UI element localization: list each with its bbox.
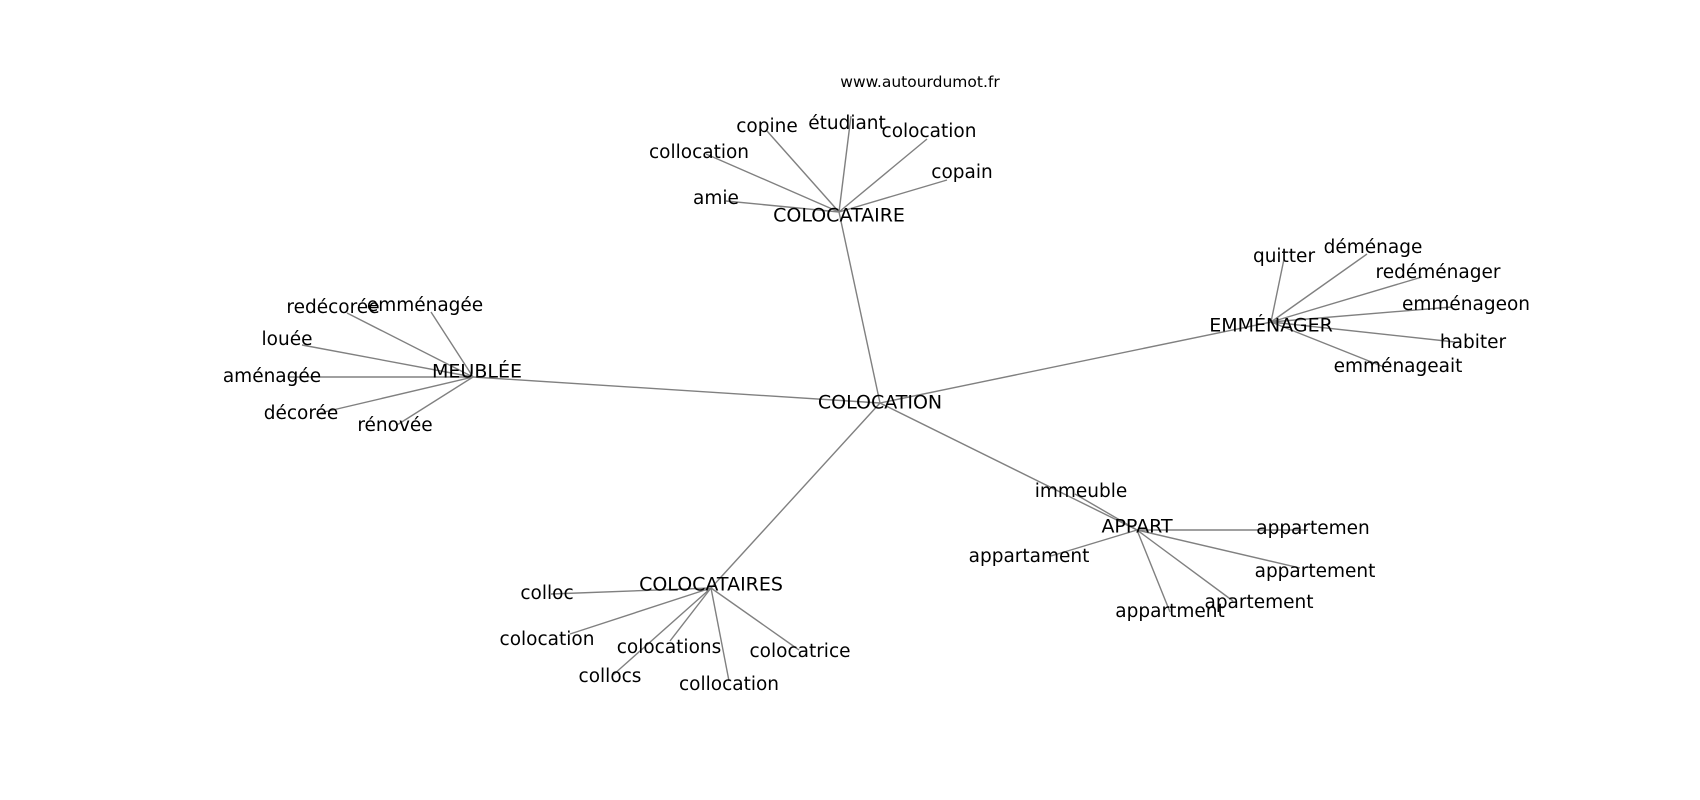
leaf-word[interactable]: colocation: [499, 628, 595, 650]
leaf-word[interactable]: emménageait: [1333, 355, 1463, 377]
hub-leaf-edge: [569, 587, 712, 635]
hub-word-colocataire[interactable]: COLOCATAIRE: [773, 204, 905, 227]
leaf-word[interactable]: rénovée: [357, 414, 433, 436]
leaf-word[interactable]: colocation: [881, 120, 977, 142]
hub-word-appart[interactable]: APPART: [1101, 515, 1173, 538]
leaf-word[interactable]: collocation: [648, 141, 750, 163]
leaf-word[interactable]: colloc: [520, 582, 574, 604]
leaf-word[interactable]: appartement: [1254, 560, 1376, 582]
hub-leaf-edge: [301, 344, 474, 378]
hub-leaf-edge: [725, 200, 840, 213]
site-url: www.autourdumot.fr: [840, 73, 1000, 91]
hub-leaf-edge: [710, 587, 800, 651]
leaf-word[interactable]: collocation: [678, 673, 780, 695]
hub-word-colocataires[interactable]: COLOCATAIRES: [639, 573, 783, 596]
leaf-word[interactable]: quitter: [1252, 245, 1316, 267]
leaf-word[interactable]: emménagée: [366, 294, 484, 316]
center-hub-edge: [879, 402, 1138, 531]
center-word[interactable]: COLOCATION: [817, 391, 943, 414]
hub-word-emmenager[interactable]: EMMÉNAGER: [1209, 314, 1333, 337]
leaf-word[interactable]: emménageon: [1401, 293, 1531, 315]
hub-leaf-edge: [612, 587, 712, 676]
leaf-word[interactable]: louée: [261, 328, 313, 350]
leaf-word[interactable]: appartament: [968, 545, 1090, 567]
leaf-word[interactable]: copain: [931, 161, 993, 183]
hub-leaf-edge: [1270, 306, 1453, 323]
hub-leaf-edge: [550, 587, 712, 595]
hub-leaf-edge: [1136, 529, 1234, 602]
hub-leaf-edge: [1050, 529, 1138, 557]
hub-leaf-edge: [396, 376, 474, 426]
hub-leaf-edge: [766, 130, 840, 213]
hub-leaf-edge: [838, 115, 852, 213]
hub-leaf-edge: [319, 376, 474, 414]
hub-leaf-edge: [1270, 253, 1368, 323]
hub-leaf-edge: [710, 587, 730, 682]
leaf-word[interactable]: redécorée: [286, 296, 380, 318]
hub-leaf-edge: [1136, 529, 1171, 613]
leaf-word[interactable]: colocations: [616, 636, 722, 658]
leaf-word[interactable]: appartemen: [1256, 517, 1370, 539]
leaf-word[interactable]: amie: [693, 187, 739, 209]
hub-leaf-edge: [838, 138, 928, 213]
hub-leaf-edge: [1136, 529, 1301, 569]
leaf-word[interactable]: décorée: [263, 402, 339, 424]
hub-word-meublee[interactable]: MEUBLÉE: [432, 360, 522, 383]
leaf-word[interactable]: colocatrice: [749, 640, 851, 662]
hub-leaf-edge: [1074, 493, 1138, 531]
leaf-word[interactable]: copine: [736, 115, 798, 137]
hub-leaf-edge: [346, 312, 474, 378]
leaf-word[interactable]: redéménager: [1375, 261, 1501, 283]
leaf-word[interactable]: habiter: [1439, 331, 1507, 353]
center-hub-edge: [838, 211, 881, 404]
leaf-word[interactable]: aménagée: [222, 365, 322, 387]
leaf-word[interactable]: déménage: [1323, 236, 1423, 258]
hub-leaf-edge: [838, 179, 948, 213]
leaf-word[interactable]: étudiant: [808, 112, 886, 134]
center-hub-edge: [879, 321, 1272, 404]
leaf-word[interactable]: immeuble: [1034, 480, 1128, 502]
hub-leaf-edge: [430, 311, 474, 378]
hub-leaf-edge: [1270, 321, 1385, 368]
leaf-word[interactable]: appartment: [1115, 600, 1225, 622]
leaf-word[interactable]: apartement: [1204, 591, 1314, 613]
hub-leaf-edge: [1270, 276, 1423, 323]
hub-leaf-edge: [1270, 321, 1456, 343]
hub-leaf-edge: [705, 153, 840, 213]
hub-leaf-edge: [669, 587, 712, 642]
center-hub-edge: [472, 376, 881, 404]
hub-leaf-edge: [1270, 258, 1285, 323]
center-hub-edge: [710, 402, 881, 589]
leaf-word[interactable]: collocs: [578, 665, 642, 687]
